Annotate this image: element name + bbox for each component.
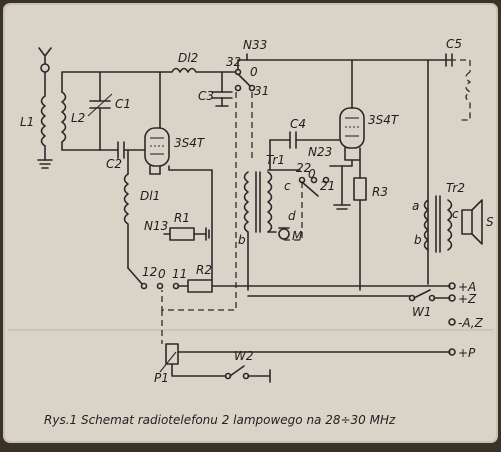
label-0-top: 0: [250, 65, 258, 79]
capacitor-C1: [87, 71, 113, 151]
coil-L2: [61, 91, 67, 143]
ground-symbol-2: [333, 204, 351, 210]
label-C1: C1: [115, 97, 131, 111]
label-L2: L2: [71, 111, 85, 125]
label-a-right: a: [412, 199, 419, 213]
capacitor-C5: [445, 53, 453, 67]
capacitor-C4: [269, 131, 341, 149]
label-Tr1: Tr1: [266, 153, 285, 167]
label-N23: N23: [308, 145, 332, 159]
label-31: 31: [254, 84, 269, 98]
choke-Dl1: [123, 173, 129, 269]
microphone-M: [278, 227, 290, 240]
label-W2: W2: [234, 349, 254, 363]
label-32: 32: [226, 55, 241, 69]
tube-3S4T-2: [339, 107, 365, 149]
label-11: 11: [172, 267, 187, 281]
label-C3: C3: [198, 89, 214, 103]
label-tube-2: 3S4T: [368, 113, 400, 127]
label-P1: P1: [154, 371, 169, 385]
choke-Dl2: [159, 67, 223, 73]
label-b-left: b: [238, 233, 246, 247]
label-N33: N33: [243, 38, 267, 52]
label-Tr2: Tr2: [446, 181, 465, 195]
label-plus-A: +A: [458, 280, 476, 294]
label-plus-Z: +Z: [458, 292, 477, 306]
label-W1: W1: [412, 305, 432, 319]
label-C2: C2: [106, 157, 122, 171]
label-d: d: [288, 209, 296, 223]
label-R3: R3: [372, 185, 388, 199]
ground-symbol-3: [205, 227, 210, 241]
label-21: 21: [320, 179, 335, 193]
speaker-S: [461, 199, 483, 245]
label-12: 12: [142, 265, 157, 279]
label-tube-1: 3S4T: [174, 136, 206, 150]
label-plus-P: +P: [458, 346, 476, 360]
tube-3S4T-1: [144, 127, 170, 167]
label-0-low: 0: [158, 267, 166, 281]
capacitor-C2: [99, 141, 146, 159]
label-22: 22: [296, 161, 311, 175]
label-S: S: [486, 215, 494, 229]
paper-background: [4, 4, 497, 442]
ground-symbol: [37, 159, 53, 169]
capacitor-C3: [211, 71, 233, 107]
label-M: M: [292, 229, 303, 243]
transformer-Tr2: [423, 195, 453, 253]
figure-caption: Rys.1 Schemat radiotelefonu 2 lampowego …: [44, 413, 396, 427]
label-Dl1: Dl1: [140, 189, 160, 203]
label-c-right: c: [452, 207, 459, 221]
label-0-mid: 0: [308, 167, 316, 181]
label-C4: C4: [290, 117, 306, 131]
label-R1: R1: [174, 211, 190, 225]
label-N13: N13: [144, 219, 168, 233]
label-c-left: c: [284, 179, 291, 193]
coil-L1: [40, 95, 46, 147]
label-C5: C5: [446, 37, 462, 51]
label-R2: R2: [196, 263, 212, 277]
label-b-right: b: [414, 233, 422, 247]
transformer-Tr1: [243, 171, 273, 233]
switch-12-11: [140, 282, 180, 290]
label-L1: L1: [20, 115, 34, 129]
label-minus-AZ: -A,Z: [458, 316, 484, 330]
label-Dl2: Dl2: [178, 51, 198, 65]
